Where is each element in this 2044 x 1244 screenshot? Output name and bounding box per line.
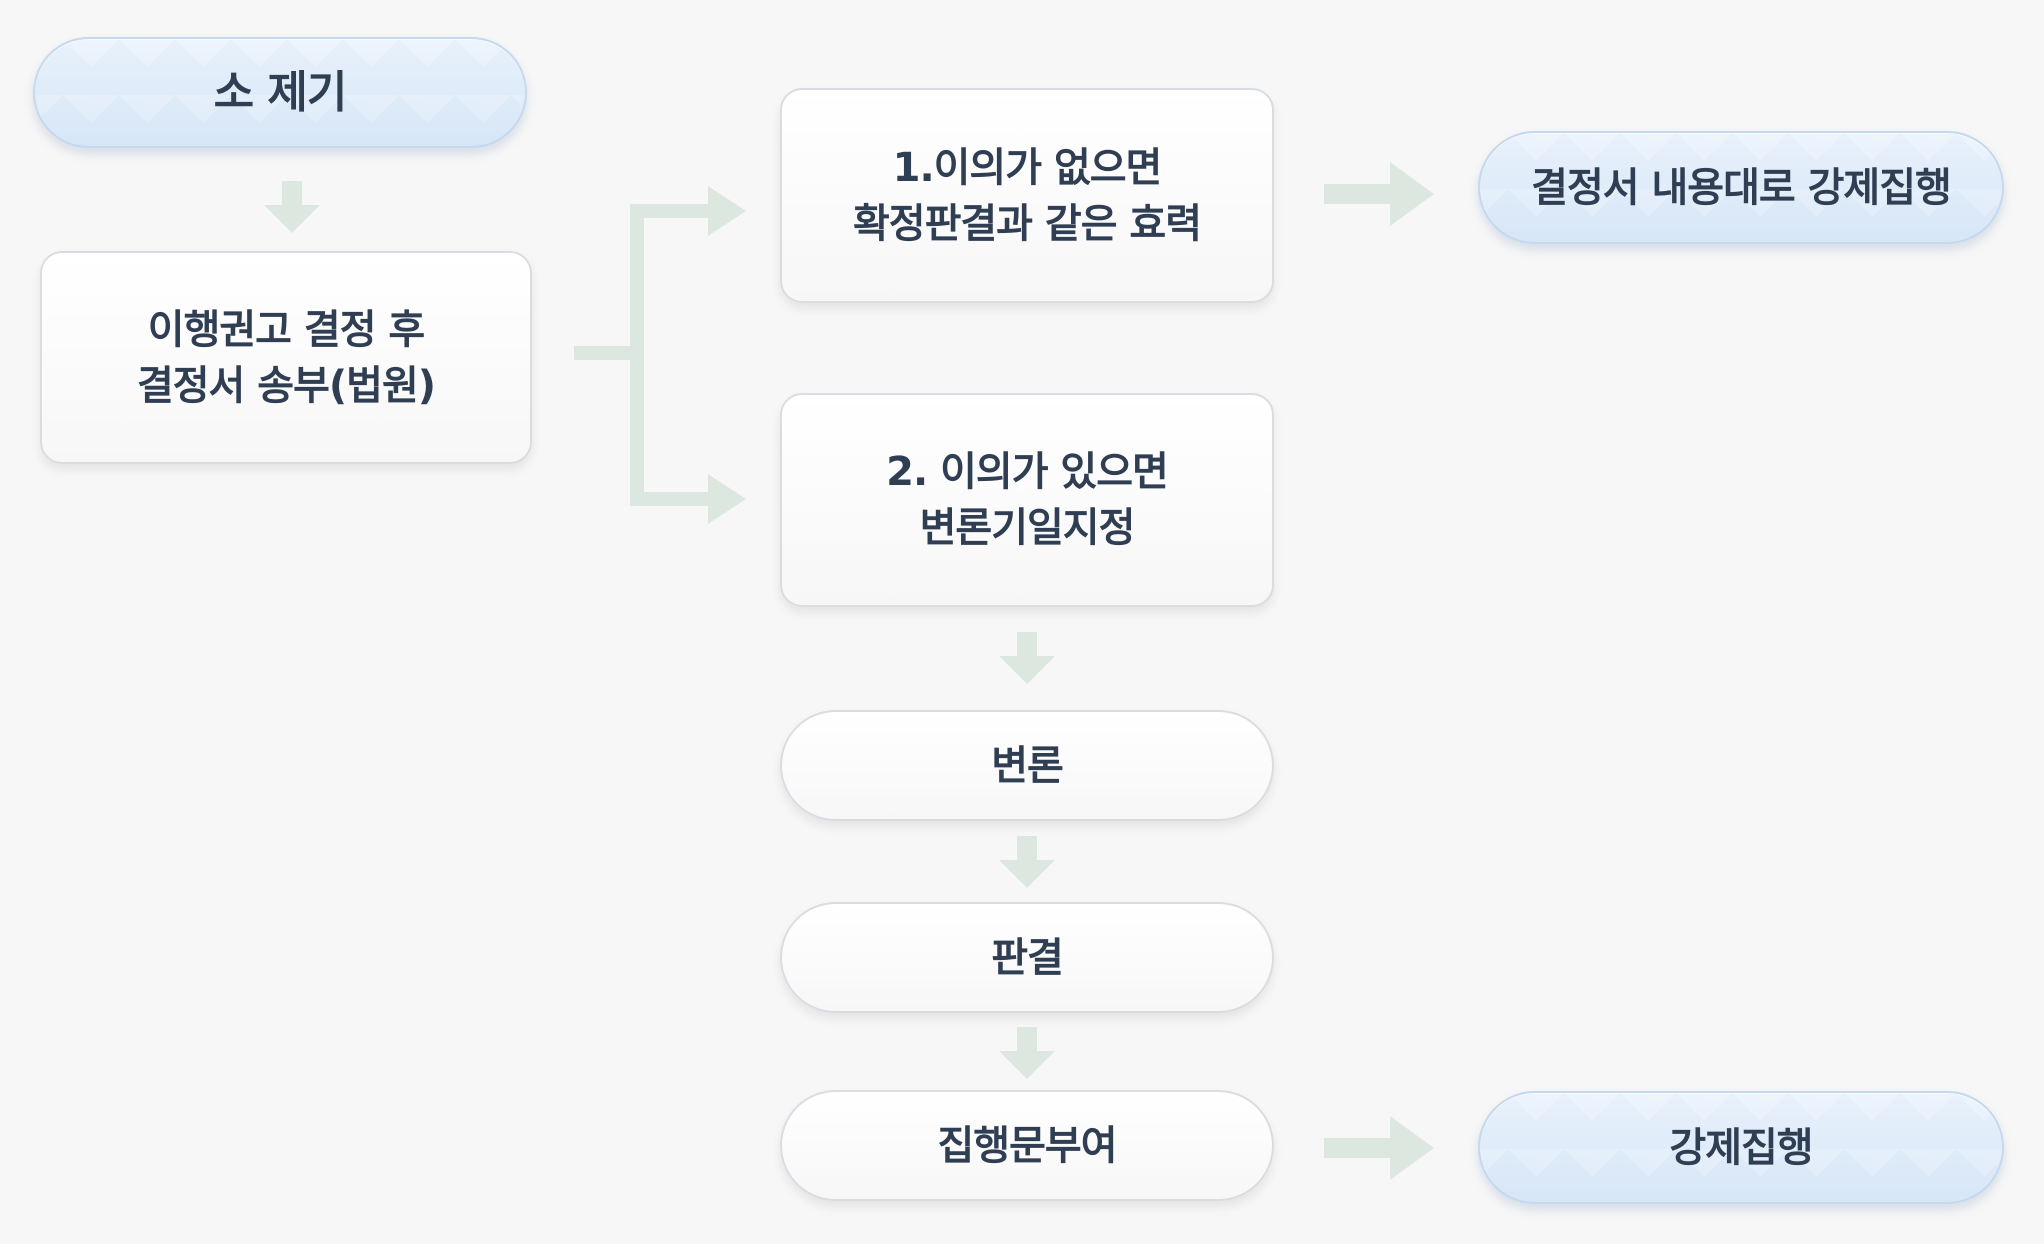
recommendation-line-1: 이행권고 결정 후 (147, 306, 425, 353)
enforcement-by-decision-label: 결정서 내용대로 강제집행 (1531, 164, 1952, 211)
filing-node: 소 제기 (33, 37, 527, 148)
down-arrow-icon (999, 836, 1055, 888)
enforcement-by-decision-node: 결정서 내용대로 강제집행 (1478, 131, 2004, 244)
argument-label: 변론 (991, 742, 1064, 789)
down-arrow-icon (999, 1027, 1055, 1079)
enforcement-label: 강제집행 (1669, 1124, 1813, 1171)
recommendation-node: 이행권고 결정 후 결정서 송부(법원) (40, 251, 532, 464)
branch-connector-bottom (630, 492, 716, 506)
branch-bottom-arrow-icon (708, 474, 746, 524)
down-arrow-icon (999, 632, 1055, 684)
recommendation-line-2: 결정서 송부(법원) (136, 362, 436, 409)
right-arrow-icon (1324, 162, 1434, 226)
no-objection-line-1: 1.이의가 없으면 (892, 144, 1163, 191)
judgment-node: 판결 (780, 902, 1274, 1013)
judgment-label: 판결 (991, 934, 1064, 981)
no-objection-node: 1.이의가 없으면 확정판결과 같은 효력 (780, 88, 1274, 303)
branch-top-arrow-icon (708, 186, 746, 236)
objection-line-1: 2. 이의가 있으면 (886, 449, 1169, 495)
execution-clause-node: 집행문부여 (780, 1090, 1274, 1201)
branch-connector-vertical (630, 204, 644, 504)
argument-node: 변론 (780, 710, 1274, 821)
objection-node: 2. 이의가 있으면 변론기일지정 (780, 393, 1274, 607)
enforcement-node: 강제집행 (1478, 1091, 2004, 1204)
branch-connector-horizontal (574, 346, 644, 360)
objection-line-2: 변론기일지정 (919, 505, 1136, 551)
down-arrow-icon (264, 181, 320, 233)
execution-clause-label: 집행문부여 (937, 1122, 1118, 1169)
branch-connector-top (630, 204, 716, 218)
right-arrow-icon (1324, 1116, 1434, 1180)
no-objection-line-2: 확정판결과 같은 효력 (852, 200, 1202, 247)
filing-label: 소 제기 (213, 66, 348, 118)
